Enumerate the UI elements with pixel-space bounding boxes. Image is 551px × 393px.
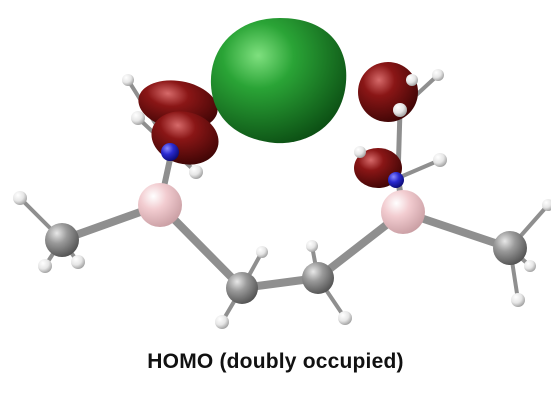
hydrogen-atom — [338, 311, 352, 325]
atoms — [13, 69, 551, 329]
antibonding-lobes-left — [138, 80, 219, 165]
hydrogen-atom — [122, 74, 134, 86]
hydrogen-atom — [71, 255, 85, 269]
carbon-atom — [226, 272, 258, 304]
boron-atom-right — [381, 190, 425, 234]
hydrogen-atom — [189, 165, 203, 179]
hydrogen-atom — [13, 191, 27, 205]
hydrogen-atom — [354, 146, 366, 158]
homo-orbital-lobe — [210, 18, 347, 144]
figure-caption: HOMO (doubly occupied) — [147, 350, 404, 373]
hydrogen-atom — [256, 246, 268, 258]
boron-atom-left — [138, 183, 182, 227]
molecule-orbital-render — [13, 18, 551, 329]
hydrogen-atom — [511, 293, 525, 307]
hydrogen-atom — [131, 111, 145, 125]
hydrogen-atom — [38, 259, 52, 273]
hydrogen-atom — [215, 315, 229, 329]
hydrogen-atom — [542, 199, 551, 211]
carbon-atom — [493, 231, 527, 265]
hydrogen-atom — [306, 240, 318, 252]
hydrogen-atom — [393, 103, 407, 117]
hydrogen-atom — [406, 74, 418, 86]
hydrogen-atom — [433, 153, 447, 167]
hydrogen-atom — [432, 69, 444, 81]
carbon-atom — [45, 223, 79, 257]
hydrogen-atom — [524, 260, 536, 272]
carbon-atom — [302, 262, 334, 294]
